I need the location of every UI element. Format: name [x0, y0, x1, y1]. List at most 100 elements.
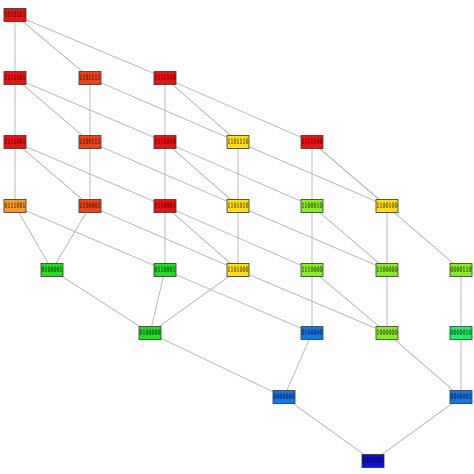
edge-n23-n26: [386, 332, 462, 398]
node-label: 0000010: [451, 329, 472, 337]
edge-n15-n21: [51, 269, 151, 334]
node-n10: 1100001: [78, 199, 102, 213]
node-n8: 1111100: [300, 135, 324, 149]
node-label: 1000000: [377, 329, 398, 337]
edge-n13-n19: [311, 205, 388, 271]
node-box: [300, 135, 324, 149]
node-label: 1111010: [155, 138, 176, 146]
edge-n10-n15: [51, 205, 91, 271]
node-label: 0000000: [363, 457, 384, 465]
node-n24: 0000010: [449, 326, 473, 340]
edge-n6-n12: [164, 141, 239, 207]
edge-n4-n10: [14, 141, 91, 207]
edges-layer: [14, 14, 462, 462]
node-box: [300, 326, 324, 340]
node-label: 1101111: [80, 74, 101, 82]
node-box: [375, 199, 399, 213]
node-n2: 1101111: [78, 71, 102, 85]
node-box: [153, 263, 177, 277]
node-box: [449, 326, 473, 340]
node-label: 1100100: [377, 202, 398, 210]
node-n1: 1111101: [3, 71, 27, 85]
node-box: [272, 390, 296, 404]
node-label: 1111111: [5, 11, 26, 19]
node-box: [226, 263, 250, 277]
edge-n2-n7: [89, 77, 239, 143]
node-label: 1111101: [5, 74, 26, 82]
node-box: [449, 390, 473, 404]
node-box: [226, 199, 250, 213]
node-box: [375, 326, 399, 340]
node-label: 1100001: [80, 202, 101, 210]
node-label: 0000110: [451, 266, 472, 274]
node-n16: 0110001: [153, 263, 177, 277]
node-n17: 1101000: [226, 263, 250, 277]
node-label: 1100111: [80, 138, 101, 146]
edge-n3-n7: [164, 77, 239, 143]
node-box: [300, 263, 324, 277]
node-n25: 0000000: [272, 390, 296, 404]
edge-n22-n25: [283, 332, 313, 398]
node-n13: 1100010: [300, 199, 324, 213]
node-box: [153, 135, 177, 149]
edge-n17-n23: [237, 269, 388, 334]
node-n26: 0000001: [449, 390, 473, 404]
edge-n16-n22: [164, 269, 313, 334]
edge-n3-n8: [164, 77, 313, 143]
node-label: 0100001: [42, 266, 63, 274]
node-label: 1100010: [302, 202, 323, 210]
edge-n1-n5: [14, 77, 91, 143]
node-n18: 1110000: [300, 263, 324, 277]
edge-n11-n18: [164, 205, 313, 271]
node-label: 1110001: [155, 202, 176, 210]
node-box: [78, 199, 102, 213]
node-n15: 0100001: [40, 263, 64, 277]
node-label: 0000000: [274, 393, 295, 401]
node-box: [40, 263, 64, 277]
node-label: 1111110: [155, 74, 176, 82]
node-n20: 0000110: [449, 263, 473, 277]
node-box: [3, 71, 27, 85]
node-label: 1101110: [228, 138, 249, 146]
node-n14: 1100100: [375, 199, 399, 213]
edge-n21-n25: [149, 332, 285, 398]
edge-n12-n19: [237, 205, 388, 271]
node-n23: 1000000: [375, 326, 399, 340]
edge-n16-n21: [149, 269, 166, 334]
node-box: [3, 135, 27, 149]
node-box: [78, 135, 102, 149]
node-n7: 1101110: [226, 135, 250, 149]
node-label: 1111100: [302, 138, 323, 146]
node-label: 1110000: [302, 266, 323, 274]
node-box: [3, 199, 27, 213]
node-label: 0100000: [140, 329, 161, 337]
edge-n6-n13: [164, 141, 313, 207]
node-box: [3, 8, 27, 22]
node-box: [449, 263, 473, 277]
node-box: [300, 199, 324, 213]
edge-n25-n27: [283, 396, 374, 462]
edge-n9-n16: [14, 205, 166, 271]
edge-n9-n15: [14, 205, 53, 271]
node-box: [226, 135, 250, 149]
edge-n0-n2: [14, 14, 91, 79]
node-box: [375, 263, 399, 277]
node-label: 1100000: [377, 266, 398, 274]
node-box: [153, 199, 177, 213]
node-label: 0110001: [155, 266, 176, 274]
node-n19: 1100000: [375, 263, 399, 277]
node-label: 0111001: [5, 202, 26, 210]
edge-n7-n14: [237, 141, 388, 207]
node-label: 1101010: [228, 202, 249, 210]
edge-n10-n17: [89, 205, 239, 271]
node-n27: 0000000: [361, 454, 385, 468]
node-n12: 1101010: [226, 199, 250, 213]
edge-n17-n21: [149, 269, 239, 334]
edge-n18-n23: [311, 269, 388, 334]
edge-n26-n27: [372, 396, 462, 462]
edge-n0-n3: [14, 14, 166, 79]
node-n3: 1111110: [153, 71, 177, 85]
node-n21: 0100000: [138, 326, 162, 340]
